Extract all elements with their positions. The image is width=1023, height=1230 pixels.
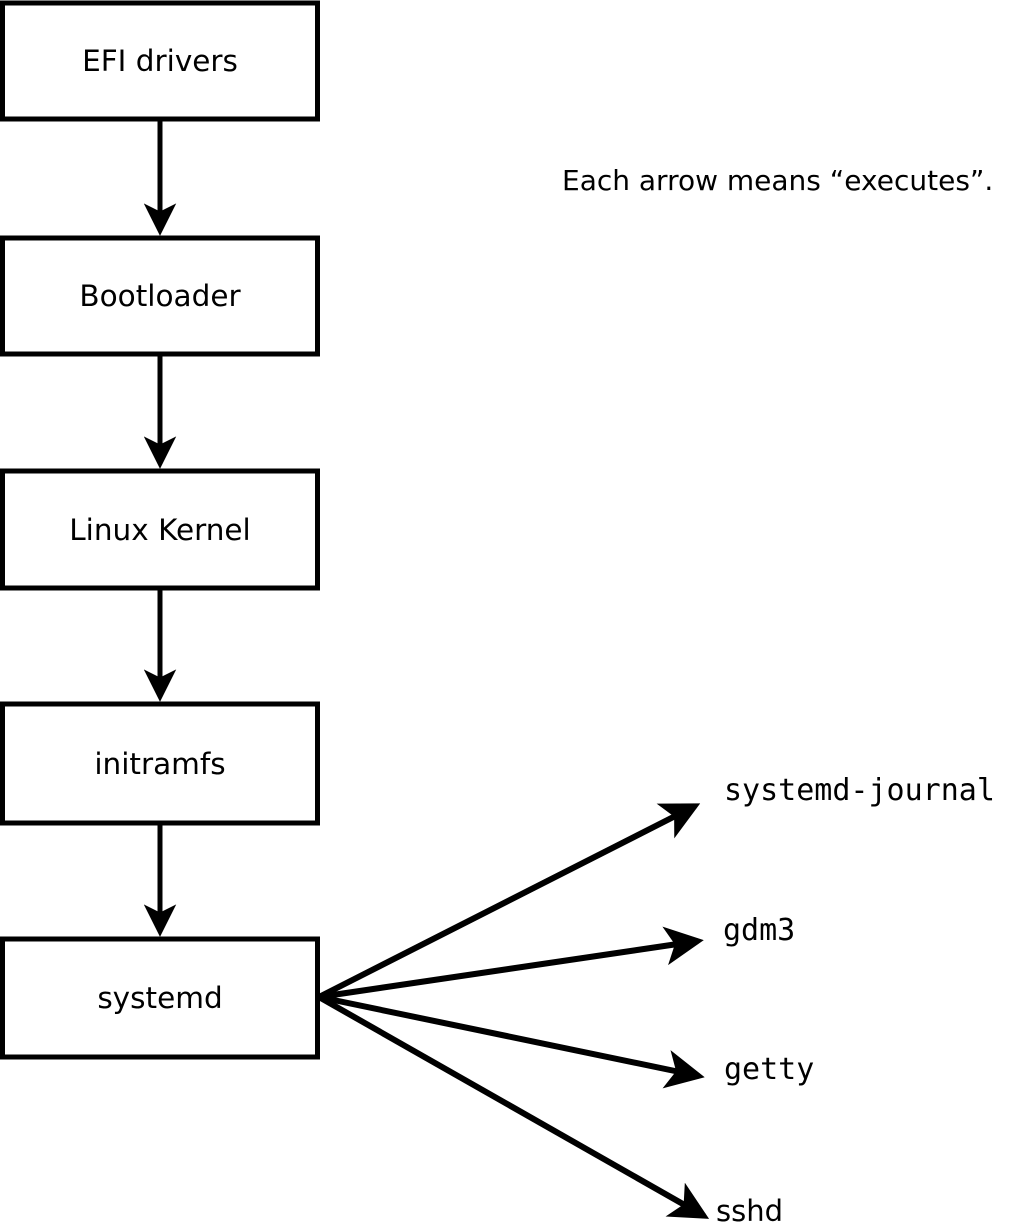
node-efi-drivers-box — [0, 0, 320, 122]
node-bootloader-box — [0, 235, 320, 357]
label-systemd-journal: systemd-journal — [724, 773, 995, 808]
label-gdm3: gdm3 — [723, 913, 795, 948]
arrow-systemd-to-journal — [317, 803, 701, 1000]
label-getty: getty — [724, 1052, 814, 1087]
note-arrow-meaning: Each arrow means “executes”. — [562, 164, 993, 197]
arrow-systemd-to-getty — [318, 994, 705, 1089]
node-efi-drivers-label: EFI drivers — [82, 44, 238, 78]
arrow-systemd-to-sshd — [317, 994, 710, 1219]
arrow-systemd-to-gdm3 — [318, 926, 704, 1000]
node-linux-kernel-label: Linux Kernel — [69, 513, 251, 547]
node-bootloader-label: Bootloader — [79, 279, 241, 313]
label-sshd: sshd — [716, 1194, 783, 1228]
node-systemd-label: systemd — [97, 981, 222, 1015]
node-initramfs-box — [0, 701, 320, 826]
node-initramfs-label: initramfs — [94, 747, 225, 781]
node-linux-kernel-box — [0, 468, 320, 591]
node-systemd-box — [0, 936, 320, 1060]
